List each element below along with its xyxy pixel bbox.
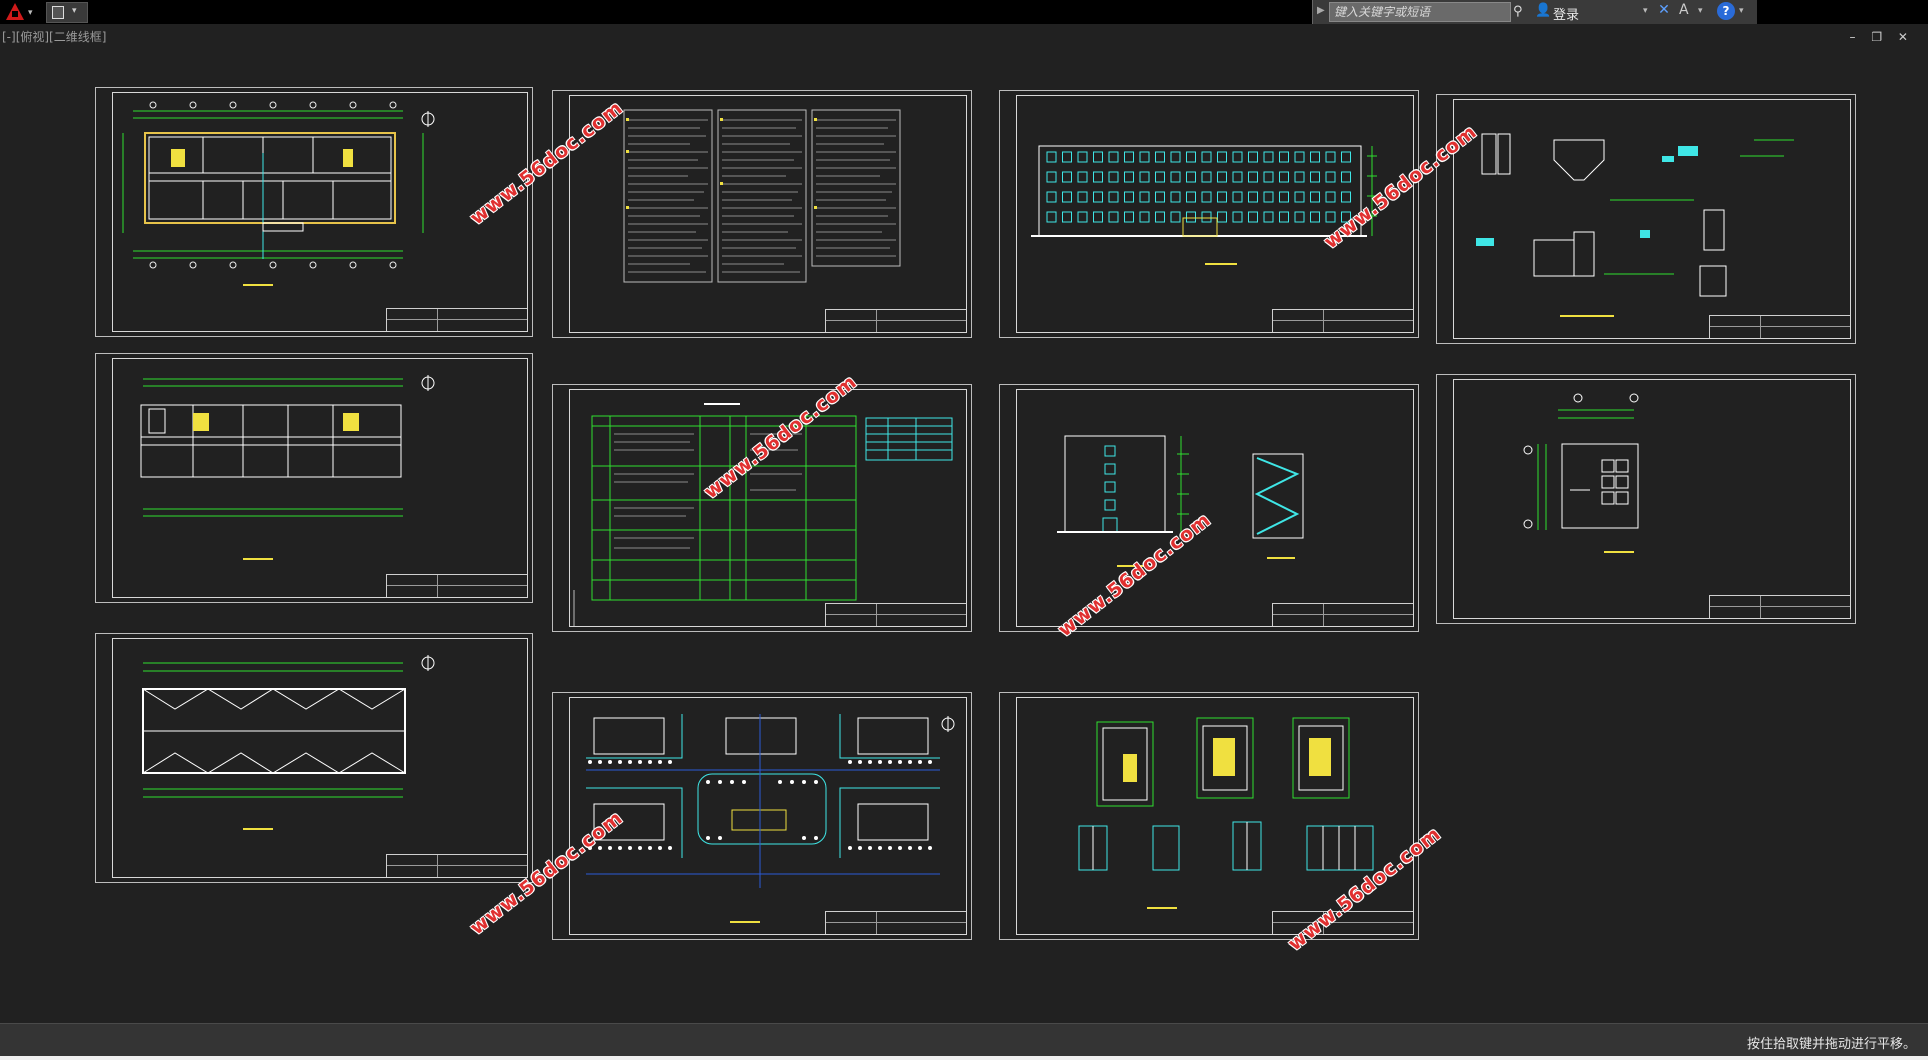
help-icon[interactable]: ? xyxy=(1717,2,1735,20)
drawing-sheet-stair-and-door-details xyxy=(999,692,1419,940)
drawing-sheet-toilet-detail xyxy=(1436,374,1856,624)
detail-drawing xyxy=(1078,717,1374,909)
site-plan-drawing xyxy=(586,714,955,923)
viewport-label[interactable]: [-][俯视][二维线框] xyxy=(2,30,107,44)
search-input[interactable] xyxy=(1329,2,1511,22)
elevation-drawing xyxy=(1031,145,1377,265)
quick-access-toolbar[interactable]: ▾ xyxy=(46,2,88,23)
quick-access-icon xyxy=(52,6,64,19)
drawing-canvas[interactable]: www.56doc.com www.56doc.com www.56doc.co… xyxy=(0,24,1928,1020)
node-detail-drawing xyxy=(1476,133,1794,317)
chevron-down-icon[interactable]: ▾ xyxy=(1643,6,1648,16)
status-bar: 按住拾取键并拖动进行平移。 xyxy=(0,1023,1928,1060)
drawing-sheet-door-window-schedule xyxy=(552,384,972,632)
drawing-sheet-roof-plan xyxy=(95,633,533,883)
drawing-sheet-side-elevation-section xyxy=(999,384,1419,632)
user-icon: 👤 xyxy=(1535,3,1552,18)
drawing-sheet-second-floor-plan xyxy=(95,353,533,603)
autodesk-a-icon[interactable]: A xyxy=(1679,2,1689,18)
drawing-sheet-node-details xyxy=(1436,94,1856,344)
design-notes-drawing xyxy=(623,109,901,283)
drawing-sheet-design-notes xyxy=(552,90,972,338)
drawing-sheet-site-plan xyxy=(552,692,972,940)
chevron-down-icon: ▾ xyxy=(72,6,77,16)
schedule-table-drawing xyxy=(573,403,953,630)
floor-plan-drawing xyxy=(122,101,435,286)
chevron-down-icon[interactable]: ▾ xyxy=(1739,6,1744,16)
toilet-detail-drawing xyxy=(1523,393,1639,553)
section-drawing xyxy=(1057,435,1304,567)
exchange-icon[interactable]: ✕ xyxy=(1658,2,1670,18)
application-menu-button[interactable]: ▾ xyxy=(2,1,36,23)
top-bar: ▾ ▾ ▶ ⚲ 👤 登录 ▾ ✕ A ▾ ? ▾ xyxy=(0,0,1928,24)
status-message: 按住拾取键并拖动进行平移。 xyxy=(1746,1037,1916,1052)
drawing-sheet-first-floor-plan xyxy=(95,87,533,337)
roof-plan-drawing xyxy=(142,655,435,830)
search-arrow-icon[interactable]: ▶ xyxy=(1317,5,1325,16)
binoculars-icon[interactable]: ⚲ xyxy=(1513,4,1523,19)
infocenter: ▶ ⚲ 👤 登录 ▾ ✕ A ▾ ? ▾ xyxy=(1312,0,1757,24)
drawing-window-controls[interactable]: – ❐ ✕ xyxy=(1849,30,1914,44)
login-button[interactable]: 登录 xyxy=(1553,8,1580,23)
chevron-down-icon: ▾ xyxy=(28,8,33,18)
application-menu-icon xyxy=(6,3,24,20)
floor-plan-drawing xyxy=(140,375,435,560)
chevron-down-icon[interactable]: ▾ xyxy=(1698,6,1703,16)
drawing-sheet-front-elevation xyxy=(999,90,1419,338)
